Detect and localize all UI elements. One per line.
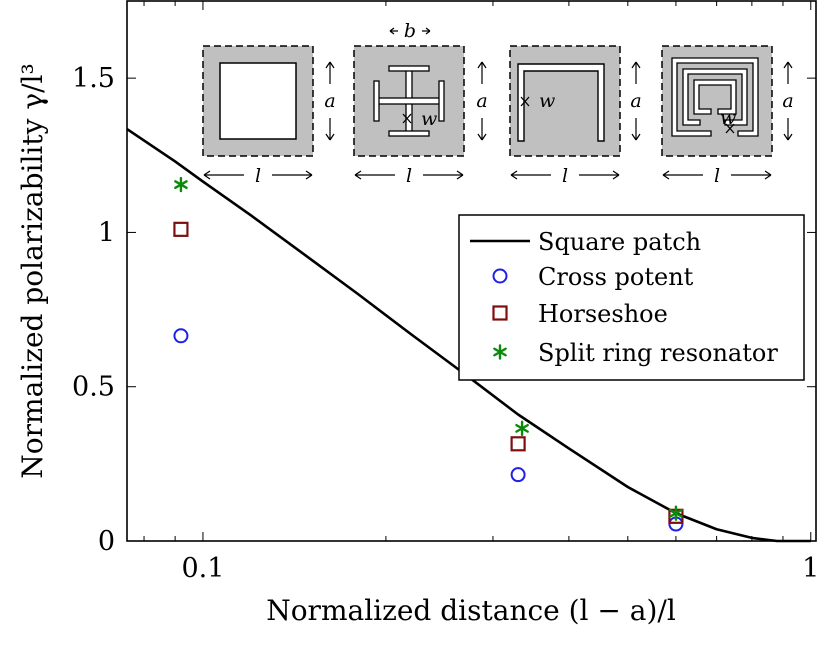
dim-label-l-3: l (562, 165, 568, 187)
legend-item: Split ring resonator (493, 339, 778, 367)
dim-label-l-1: l (255, 165, 261, 187)
y-tick-label: 1 (98, 217, 115, 248)
inset-shapes: b l l l l a a a a w w w (202, 20, 794, 187)
dim-label-a-1: a (324, 90, 335, 112)
x-axis-label: Normalized distance (l − a)/l (266, 594, 676, 627)
data-point-asterisk (174, 176, 188, 193)
dim-label-a-4: a (782, 90, 793, 112)
dim-label-b: b (404, 20, 416, 42)
legend-label: Cross potent (538, 263, 694, 291)
inset-dimension-labels: b l l l l a a a a w w w (255, 20, 794, 187)
legend-box (458, 214, 805, 381)
dim-label-w-2: w (421, 108, 437, 130)
dim-label-w-4: w (720, 107, 736, 129)
asterisk-stroke (669, 508, 683, 518)
legend-marker-swatch (492, 305, 508, 321)
legend-marker-swatch (493, 344, 507, 360)
data-point-square (510, 436, 526, 452)
legend-label: Split ring resonator (538, 339, 778, 367)
legend-label: Horseshoe (538, 300, 668, 328)
dim-label-w-3: w (539, 90, 555, 112)
dim-label-a-3: a (630, 90, 641, 112)
dim-label-a-2: a (476, 90, 487, 112)
dim-label-l-2: l (406, 165, 412, 187)
line-square-patch (126, 127, 811, 543)
y-axis-label: Normalized polarizability γ/l³ (16, 63, 49, 478)
series-split-ring-resonator (174, 176, 683, 521)
data-point-square (173, 221, 189, 237)
dim-label-l-4: l (714, 165, 720, 187)
legend-item: Horseshoe (492, 300, 668, 328)
asterisk-stroke (515, 423, 529, 433)
y-tick-label: 0 (98, 526, 115, 557)
data-point-circle (510, 467, 526, 483)
data-point-circle (173, 328, 189, 344)
inset-square-patch (202, 45, 314, 157)
x-tick-label: 0.1 (181, 553, 224, 584)
plot-frame (126, 0, 817, 542)
y-axis-ticks: 0 0.5 1 1.5 (72, 63, 816, 557)
data-point-asterisk (515, 420, 529, 437)
inset-horseshoe (509, 45, 621, 157)
inset-cross-potent (353, 45, 465, 157)
y-tick-label: 1.5 (72, 63, 115, 94)
inset-dimensions (203, 27, 793, 180)
legend-item: Cross potent (492, 263, 694, 291)
legend-marker-swatch (492, 268, 508, 284)
data-point-asterisk (669, 505, 683, 521)
series-layer (126, 127, 811, 543)
asterisk-stroke (493, 347, 507, 357)
x-tick-label: 1 (802, 553, 819, 584)
legend-item: Square patch (470, 228, 701, 256)
legend-label: Square patch (538, 228, 701, 256)
inset-split-ring (661, 45, 773, 157)
y-tick-label: 0.5 (72, 372, 115, 403)
series-square-patch (126, 127, 811, 543)
asterisk-stroke (174, 180, 188, 190)
